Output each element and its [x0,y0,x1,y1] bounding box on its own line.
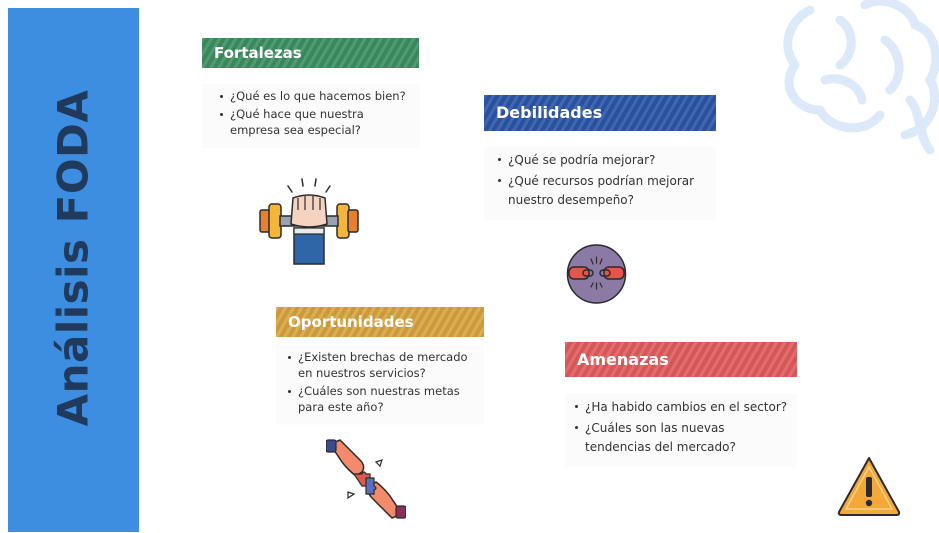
list-item: ¿Cuáles son las nuevas tendencias del me… [573,419,789,457]
amenazas-header: Amenazas [565,342,797,377]
debilidades-card: Debilidades ¿Qué se podría mejorar? ¿Qué… [484,95,716,220]
slide-title: Análisis FODA [48,89,98,427]
list-item: ¿Ha habido cambios en el sector? [573,398,789,417]
oportunidades-card: Oportunidades ¿Existen brechas de mercad… [276,307,484,425]
fortalezas-list: ¿Qué es lo que hacemos bien? ¿Qué hace q… [218,88,412,138]
warning-icon [837,457,901,516]
broken-chain-icon [566,244,627,304]
amenazas-body: ¿Ha habido cambios en el sector? ¿Cuáles… [565,394,797,467]
dumbbell-fist-icon [259,178,359,265]
debilidades-header: Debilidades [484,95,716,131]
fortalezas-body: ¿Qué es lo que hacemos bien? ¿Qué hace q… [202,84,420,148]
oportunidades-header: Oportunidades [276,307,484,337]
amenazas-card: Amenazas ¿Ha habido cambios en el sector… [565,342,797,467]
side-band [8,8,139,532]
list-item: ¿Qué es lo que hacemos bien? [218,88,412,104]
puzzle-hands-icon [326,439,406,519]
oportunidades-list: ¿Existen brechas de mercado en nuestros … [286,349,476,415]
debilidades-body: ¿Qué se podría mejorar? ¿Qué recursos po… [484,147,716,220]
list-item: ¿Existen brechas de mercado en nuestros … [286,349,476,381]
list-item: ¿Cuáles son nuestras metas para este año… [286,383,476,415]
list-item: ¿Qué recursos podrían mejorar nuestro de… [496,172,708,210]
fortalezas-card: Fortalezas ¿Qué es lo que hacemos bien? … [202,38,420,153]
oportunidades-body: ¿Existen brechas de mercado en nuestros … [276,345,484,425]
debilidades-list: ¿Qué se podría mejorar? ¿Qué recursos po… [496,151,708,210]
list-item: ¿Qué hace que nuestra empresa sea especi… [218,106,412,138]
list-item: ¿Qué se podría mejorar? [496,151,708,170]
fortalezas-header: Fortalezas [202,38,419,68]
brain-icon [783,0,939,155]
amenazas-list: ¿Ha habido cambios en el sector? ¿Cuáles… [573,398,789,457]
